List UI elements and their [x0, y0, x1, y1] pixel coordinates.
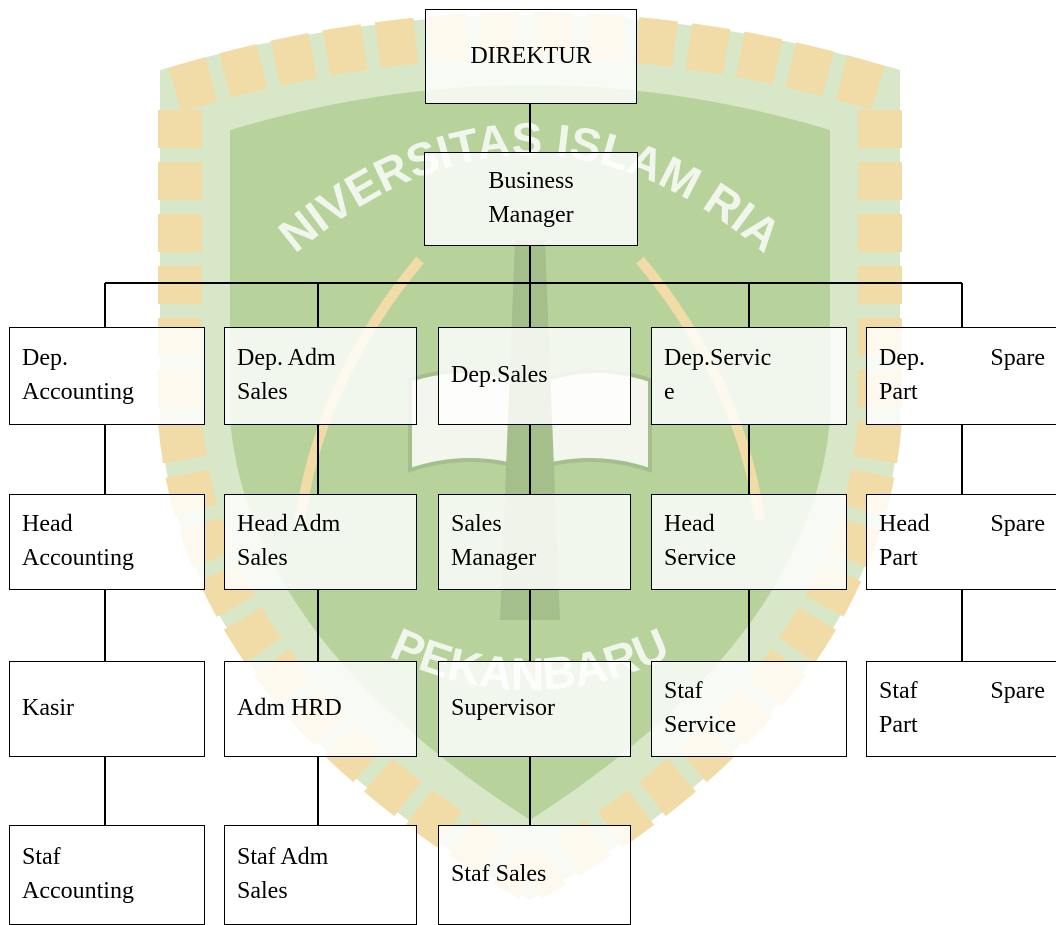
box-staf-adm-sales: Staf Adm Sales [224, 825, 417, 925]
box-dep-service: Dep.Servic e [651, 327, 847, 425]
box-staf-sales: Staf Sales [438, 825, 631, 925]
label-adm-hrd: Adm HRD [237, 695, 342, 722]
label-dep-service: Dep.Servic e [664, 345, 772, 405]
label-staf-spare-part: Staf Spare Part [879, 678, 1045, 738]
box-direktur: DIREKTUR [425, 9, 637, 104]
label-dep-sales: Dep.Sales [451, 362, 548, 389]
label-sales-manager: Sales Manager [451, 511, 537, 571]
label-kasir: Kasir [22, 695, 74, 722]
label-staf-accounting: Staf Accounting [22, 844, 134, 904]
box-staf-accounting: Staf Accounting [9, 825, 205, 925]
box-staf-spare-part: Staf Spare Part [866, 661, 1056, 757]
label-dep-spare-part: Dep. Spare Part [879, 345, 1045, 405]
label-direktur: DIREKTUR [470, 42, 592, 69]
label-dep-adm-sales: Dep. Adm Sales [237, 345, 336, 405]
box-staf-service: Staf Service [651, 661, 847, 757]
label-head-accounting: Head Accounting [22, 511, 134, 571]
label-dep-accounting: Dep. Accounting [22, 345, 134, 405]
box-sales-manager: Sales Manager [438, 494, 631, 590]
box-adm-hrd: Adm HRD [224, 661, 417, 757]
box-head-spare-part: Head Spare Part [866, 494, 1056, 590]
box-dep-accounting: Dep. Accounting [9, 327, 205, 425]
box-head-accounting: Head Accounting [9, 494, 205, 590]
label-supervisor: Supervisor [451, 695, 555, 722]
label-head-adm-sales: Head Adm Sales [237, 511, 341, 571]
box-head-adm-sales: Head Adm Sales [224, 494, 417, 590]
box-dep-sales: Dep.Sales [438, 327, 631, 425]
label-head-service: Head Service [664, 511, 736, 571]
label-staf-sales: Staf Sales [451, 861, 547, 888]
box-dep-spare-part: Dep. Spare Part [866, 327, 1056, 425]
box-business-manager: Business Manager [424, 152, 638, 246]
box-dep-adm-sales: Dep. Adm Sales [224, 327, 417, 425]
box-supervisor: Supervisor [438, 661, 631, 757]
label-head-spare-part: Head Spare Part [879, 511, 1045, 571]
label-business-manager: Business Manager [488, 168, 574, 228]
label-staf-adm-sales: Staf Adm Sales [237, 844, 329, 904]
box-head-service: Head Service [651, 494, 847, 590]
label-staf-service: Staf Service [664, 678, 736, 738]
box-kasir: Kasir [9, 661, 205, 757]
